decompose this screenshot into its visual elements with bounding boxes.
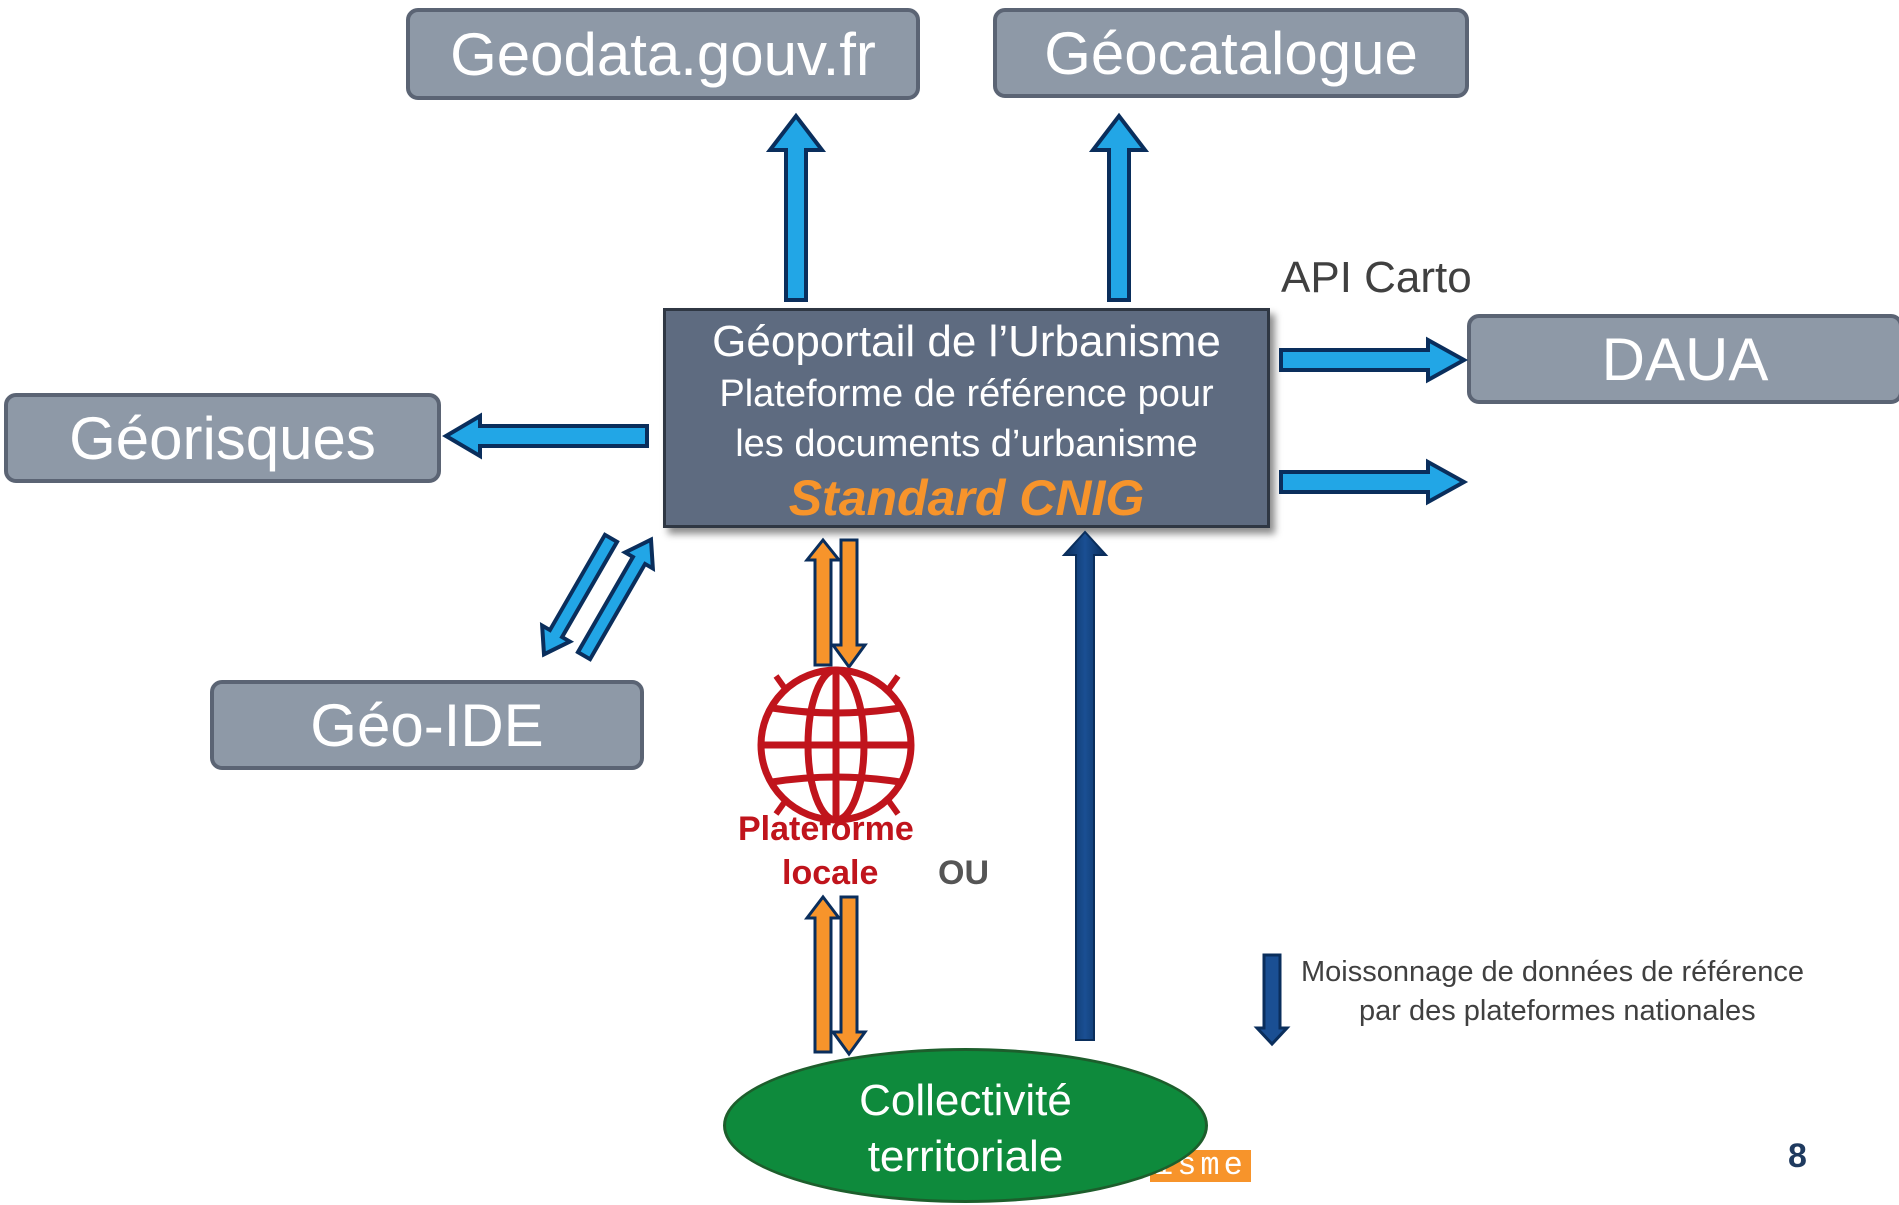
local-platform-line2: locale [782,854,879,892]
or-label: OU [938,854,989,892]
arrow-orange-up-top [803,537,843,667]
legend-arrow [1253,953,1291,1047]
geodata-label: Geodata.gouv.fr [450,20,876,88]
geoportail-title: Géoportail de l’Urbanisme [712,317,1221,366]
collectivite-line1: Collectivité [859,1076,1072,1125]
api-carto-label: API Carto [1281,253,1472,302]
geoide-label: Géo-IDE [310,691,544,759]
local-platform-line1: Plateforme [738,810,914,848]
arrow-up-geocatalogue [1088,112,1150,302]
arrow-left-georisques [442,412,649,460]
arrow-right-extra [1279,458,1469,506]
page-number: 8 [1788,1137,1807,1175]
geocatalogue-label: Géocatalogue [1044,19,1418,87]
arrow-navy-up [1061,530,1109,1041]
standard-cnig-label: Standard CNIG [788,470,1145,526]
arrow-right-daua [1279,336,1469,384]
collectivite-line2: territoriale [867,1132,1064,1181]
geoide-box: Géo-IDE [210,680,644,770]
daua-label: DAUA [1601,325,1769,393]
arrow-orange-down-bottom [830,895,868,1057]
legend-line1: Moissonnage de données de référence [1301,956,1805,988]
globe-icon [757,666,915,824]
georisques-label: Géorisques [69,404,376,472]
arrow-orange-down-top [830,538,868,670]
georisques-box: Géorisques [4,393,441,483]
geodata-box: Geodata.gouv.fr [406,8,920,100]
arrow-up-geodata [765,112,827,302]
geocatalogue-box: Géocatalogue [993,8,1469,98]
legend-line2: par des plateformes nationales [1359,995,1756,1027]
arrow-diag-from-geoide [575,536,656,662]
daua-box: DAUA [1467,314,1899,404]
arrow-orange-up-bottom [803,894,843,1054]
arrow-diag-to-geoide [539,532,620,658]
geoportail-box: Géoportail de l’Urbanisme Plateforme de … [663,308,1270,528]
collectivite-ellipse: Collectivité territoriale [723,1048,1208,1203]
geoportail-line2: Plateforme de référence pour [719,373,1214,415]
geoportail-line3: les documents d’urbanisme [735,423,1198,465]
